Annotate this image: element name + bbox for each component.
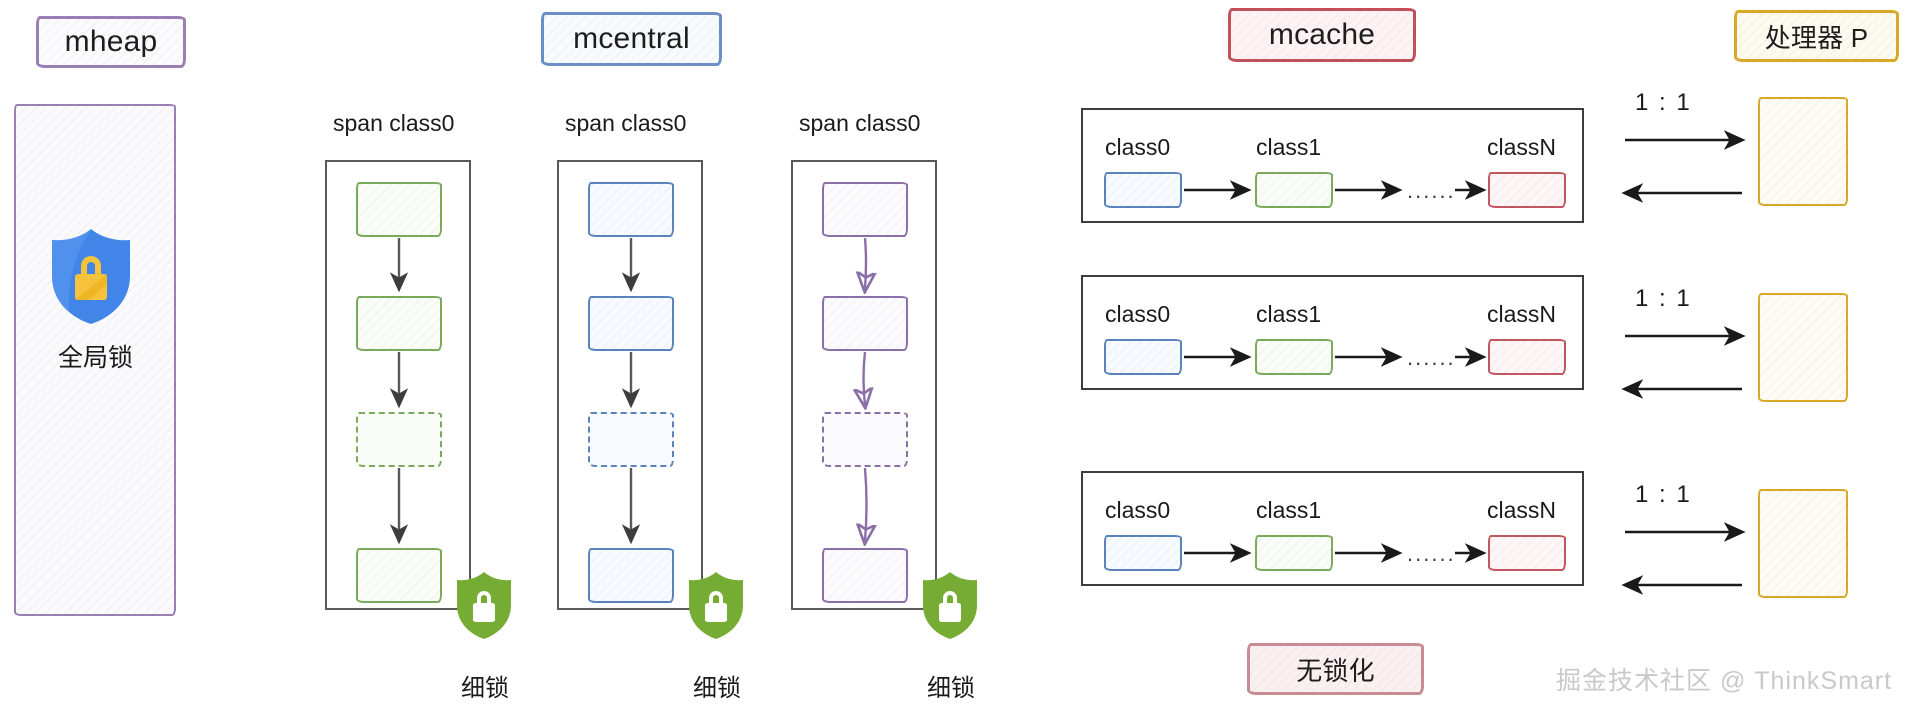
mcache-row-1 — [1081, 108, 1584, 223]
mcache-title-box: mcache — [1228, 8, 1416, 62]
mcache-row-3-class1-label: class1 — [1256, 497, 1322, 523]
mcache-row-2-ellipsis: ...... — [1407, 345, 1456, 370]
fine-lock-label-3: 细锁 — [927, 675, 975, 702]
mcache-row-1-class1-label: class1 — [1256, 134, 1322, 160]
mcache-row-3-class1-box — [1255, 535, 1333, 571]
green-shield-lock-icon-3 — [918, 570, 982, 640]
span-cell-1-2 — [356, 296, 442, 351]
span-cell-1-3-empty — [356, 412, 442, 467]
span-cell-3-1 — [822, 182, 908, 237]
mcache-row-1-ellipsis: ...... — [1407, 178, 1456, 203]
mcache-row-2-class1-box — [1255, 339, 1333, 375]
mcache-row-1-ratio-label: 1 : 1 — [1635, 89, 1692, 116]
mcache-row-1-classN-label: classN — [1487, 134, 1557, 160]
mcache-row-1-class0-label: class0 — [1105, 134, 1171, 160]
mcentral-title-box: mcentral — [541, 12, 722, 66]
mcache-row-3-classN-label: classN — [1487, 497, 1557, 523]
span-cell-3-4 — [822, 548, 908, 603]
mcache-row-2-ratio-label: 1 : 1 — [1635, 285, 1692, 312]
processor-link-arrows-2 — [1621, 326, 1746, 399]
mcache-row-2-classN-label: classN — [1487, 301, 1557, 327]
processor-title-label: 处理器 P — [1764, 22, 1869, 53]
lockfree-title-label: 无锁化 — [1296, 655, 1375, 686]
mheap-title-label: mheap — [64, 25, 158, 58]
mcache-row-2-class1-label: class1 — [1256, 301, 1322, 327]
mcache-row-2-class0-box — [1104, 339, 1182, 375]
span-cell-2-3-empty — [588, 412, 674, 467]
span-column-header-3: span class0 — [799, 110, 921, 136]
span-cell-1-4 — [356, 548, 442, 603]
mcache-row-3-ratio-label: 1 : 1 — [1635, 481, 1692, 508]
watermark-label: 掘金技术社区 @ ThinkSmart — [1556, 667, 1893, 695]
processor-link-arrows-1 — [1621, 130, 1746, 203]
span-column-container-1 — [325, 160, 471, 610]
processor-link-arrows-3 — [1621, 522, 1746, 595]
processor-box-3 — [1758, 489, 1848, 598]
span-column-container-2 — [557, 160, 703, 610]
mcache-row-3 — [1081, 471, 1584, 586]
span-cell-3-3-empty — [822, 412, 908, 467]
mheap-global-lock-label: 全局锁 — [58, 344, 134, 372]
span-cell-2-2 — [588, 296, 674, 351]
mcache-row-2 — [1081, 275, 1584, 390]
mcache-row-3-ellipsis: ...... — [1407, 541, 1456, 566]
mcache-row-1-classN-box — [1488, 172, 1566, 208]
lockfree-title-box: 无锁化 — [1247, 643, 1424, 695]
mcache-title-label: mcache — [1268, 18, 1376, 51]
processor-box-2 — [1758, 293, 1848, 402]
span-cell-2-1 — [588, 182, 674, 237]
span-column-container-3 — [791, 160, 937, 610]
mheap-body-box — [14, 104, 176, 616]
green-shield-lock-icon-1 — [452, 570, 516, 640]
processor-title-box: 处理器 P — [1734, 10, 1899, 62]
mcentral-title-label: mcentral — [573, 22, 690, 55]
mcache-row-3-class0-box — [1104, 535, 1182, 571]
mcache-row-1-class1-box — [1255, 172, 1333, 208]
span-column-header-2: span class0 — [565, 110, 687, 136]
span-cell-2-4 — [588, 548, 674, 603]
fine-lock-label-1: 细锁 — [461, 675, 509, 702]
mheap-title-box: mheap — [36, 16, 186, 68]
mcache-row-2-class0-label: class0 — [1105, 301, 1171, 327]
processor-box-1 — [1758, 97, 1848, 206]
mcache-row-1-class0-box — [1104, 172, 1182, 208]
span-column-header-1: span class0 — [333, 110, 455, 136]
mcache-row-3-classN-box — [1488, 535, 1566, 571]
blue-shield-lock-icon — [45, 226, 137, 326]
green-shield-lock-icon-2 — [684, 570, 748, 640]
mcache-row-2-classN-box — [1488, 339, 1566, 375]
span-cell-1-1 — [356, 182, 442, 237]
mcache-row-3-class0-label: class0 — [1105, 497, 1171, 523]
span-cell-3-2 — [822, 296, 908, 351]
fine-lock-label-2: 细锁 — [693, 675, 741, 702]
